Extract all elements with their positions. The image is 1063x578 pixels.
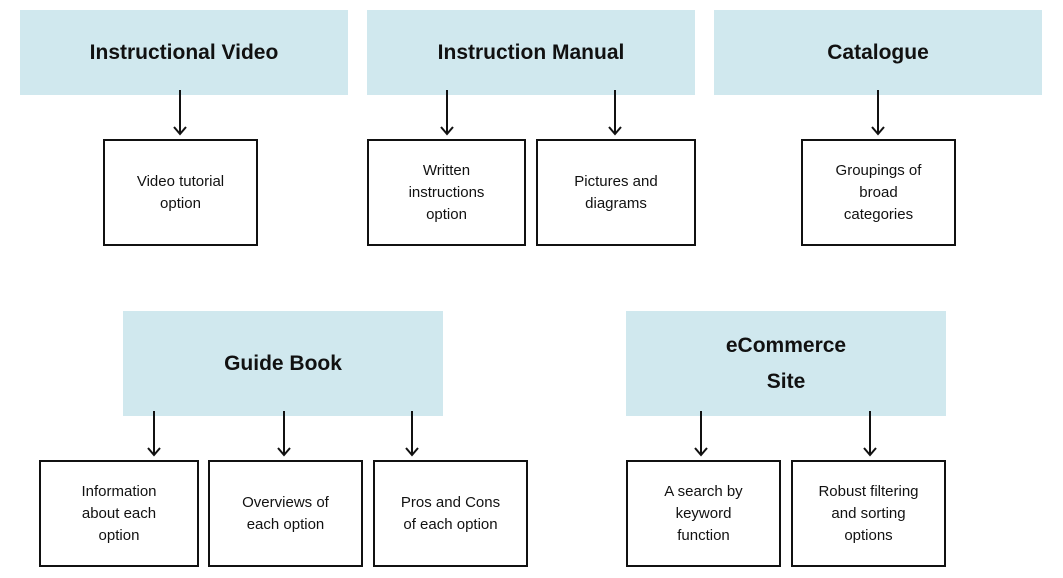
item-pros-cons: Pros and Cons of each option [373,460,528,567]
header-guide-book: Guide Book [123,311,443,416]
arrow-down-icon [608,90,622,136]
header-catalogue: Catalogue [714,10,1042,95]
item-pictures-diagrams: Pictures and diagrams [536,139,696,246]
item-keyword-search: A search by keyword function [626,460,781,567]
header-instruction-manual: Instruction Manual [367,10,695,95]
item-groupings: Groupings of broad categories [801,139,956,246]
item-written-instructions: Written instructions option [367,139,526,246]
arrow-down-icon [147,411,161,457]
item-video-tutorial: Video tutorial option [103,139,258,246]
header-instructional-video: Instructional Video [20,10,348,95]
arrow-down-icon [440,90,454,136]
arrow-down-icon [277,411,291,457]
arrow-down-icon [173,90,187,136]
arrow-down-icon [694,411,708,457]
arrow-down-icon [871,90,885,136]
item-information: Information about each option [39,460,199,567]
item-filtering-sorting: Robust filtering and sorting options [791,460,946,567]
arrow-down-icon [863,411,877,457]
header-ecommerce-site: eCommerce Site [626,311,946,416]
item-overviews: Overviews of each option [208,460,363,567]
arrow-down-icon [405,411,419,457]
